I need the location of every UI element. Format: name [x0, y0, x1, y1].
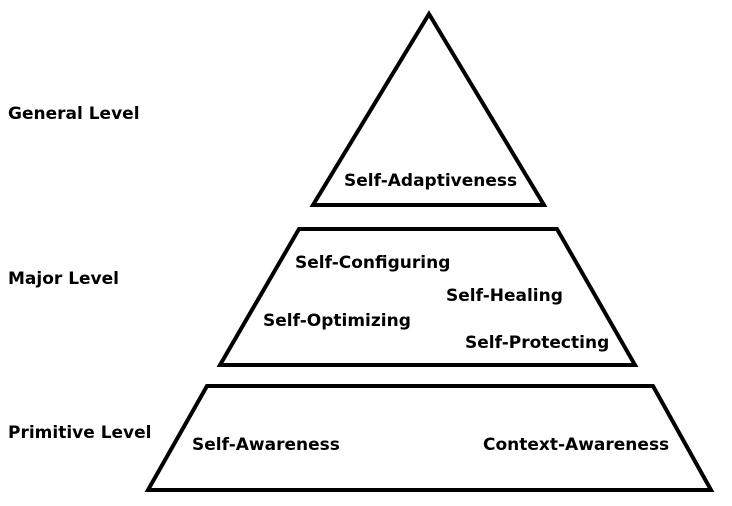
primitive-level-trapezoid	[144, 384, 715, 492]
self-optimizing-label: Self-Optimizing	[263, 311, 411, 331]
major-level-label: Major Level	[8, 269, 119, 289]
general-level-triangle	[309, 10, 548, 207]
self-protecting-label: Self-Protecting	[465, 333, 610, 353]
general-level-label: General Level	[8, 104, 140, 124]
self-awareness-label: Self-Awareness	[192, 435, 340, 455]
context-awareness-label: Context-Awareness	[483, 435, 670, 455]
major-level-trapezoid	[216, 227, 639, 367]
primitive-level-label: Primitive Level	[8, 423, 152, 443]
self-adaptiveness-label: Self-Adaptiveness	[344, 171, 518, 191]
self-healing-label: Self-Healing	[446, 286, 563, 306]
self-configuring-label: Self-Configuring	[295, 253, 451, 273]
